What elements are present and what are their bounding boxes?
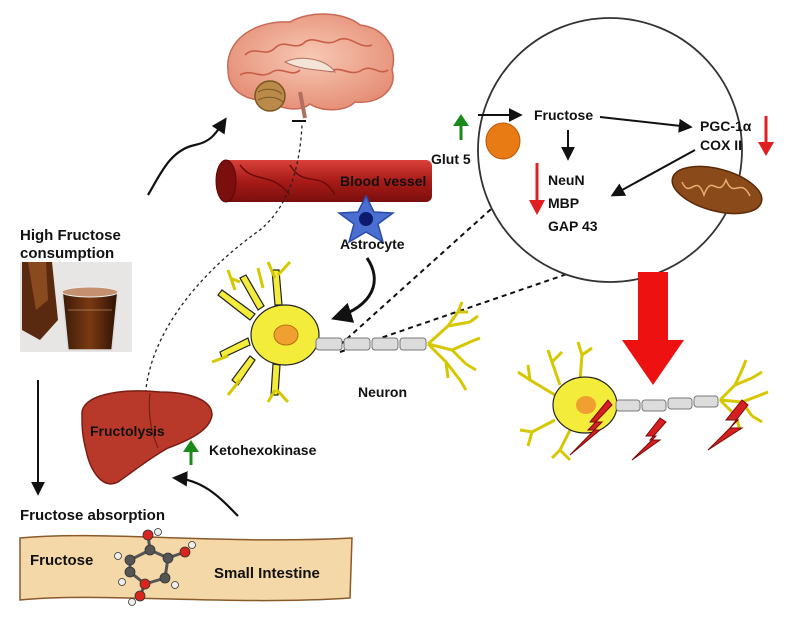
high-fructose-label: High Fructose: [20, 227, 121, 244]
pgc-down-arrow: [758, 116, 774, 156]
liver-brain-dashed-path: [144, 124, 303, 406]
arrow-to-brain: [147, 117, 227, 196]
gap43-label: GAP 43: [548, 218, 598, 234]
fructose-pgc-arrow: [599, 116, 693, 133]
small-intestine-label: Small Intestine: [214, 565, 320, 582]
glut5-label: Glut 5: [431, 151, 471, 167]
consumption-label: consumption: [20, 245, 115, 262]
astrocyte-neuron-arrow: [331, 257, 376, 323]
cox2-label: COX II: [700, 137, 743, 153]
brain-illustration: [227, 13, 395, 122]
neun-down-arrow: [529, 163, 545, 215]
big-red-arrow: [622, 272, 684, 385]
intestine-fructose-label: Fructose: [30, 552, 94, 569]
neuron-label: Neuron: [358, 384, 407, 400]
intestine-liver-arrow: [171, 471, 239, 517]
glut5-up-arrow: [453, 114, 469, 140]
mitochondrion: [671, 165, 763, 215]
dashed-line-lower: [339, 261, 603, 353]
dashed-line-upper: [339, 191, 511, 346]
soda-glass-photo: [20, 262, 132, 352]
cell-circle: [477, 17, 743, 283]
liver-illustration: [81, 390, 213, 485]
astrocyte-star: [336, 194, 396, 244]
neuron-right: [517, 341, 769, 462]
fructolysis-label: Fructolysis: [90, 423, 165, 439]
blood-vessel-label: Blood vessel: [340, 173, 427, 189]
ketohexokinase-label: Ketohexokinase: [209, 442, 317, 458]
pgc1a-label: PGC-1α: [700, 118, 752, 134]
small-intestine-band: [19, 534, 353, 602]
ketohexokinase-up-arrow: [183, 440, 199, 465]
astrocyte-label: Astrocyte: [340, 236, 405, 252]
fructose-molecule: [114, 528, 196, 606]
blood-vessel-illustration: [215, 159, 432, 203]
neun-label: NeuN: [548, 172, 585, 188]
fructose-cell-label: Fructose: [534, 107, 594, 123]
glut5-transporter: [485, 122, 521, 160]
mbp-label: MBP: [548, 195, 580, 211]
neuron-left: [211, 260, 481, 404]
fructose-absorption-label: Fructose absorption: [20, 507, 166, 524]
cox-neun-arrow: [610, 149, 696, 197]
